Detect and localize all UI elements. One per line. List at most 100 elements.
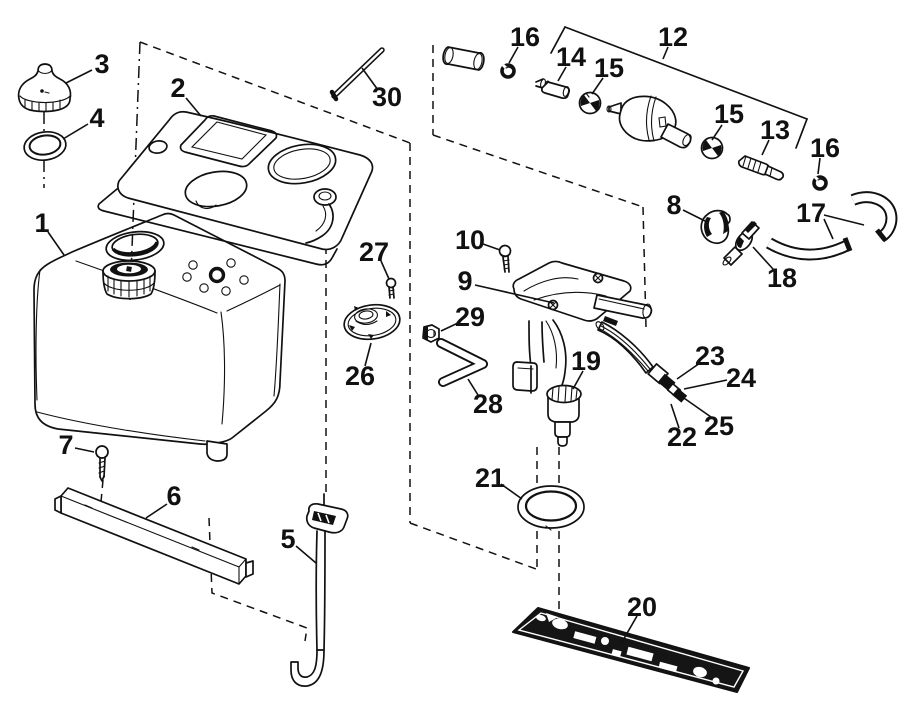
washer-plate-26 (343, 303, 401, 341)
callout-9-8: 9 (457, 266, 472, 296)
screw-10 (498, 244, 512, 273)
callout-19-19: 19 (571, 346, 601, 376)
oil-tank (33, 212, 286, 462)
callout-18-18: 18 (767, 263, 797, 293)
leader-line-24 (683, 379, 728, 390)
screw-27 (385, 277, 397, 299)
cover-small-hole (148, 140, 168, 154)
leader-line-30 (361, 67, 379, 91)
fuel-box-diagonal (432, 134, 644, 208)
rail-left-notch (54, 495, 62, 514)
callout-6-5: 6 (166, 481, 181, 511)
leader-line-13 (761, 139, 770, 156)
callout-2-1: 2 (170, 73, 185, 103)
leader-line-7 (74, 447, 95, 453)
leader-line-14 (557, 66, 567, 82)
tank-top-right-line (226, 284, 281, 312)
plate-latch (603, 316, 618, 326)
tank-right-corner-line (273, 283, 281, 397)
dipstick-hook (290, 649, 325, 687)
leader-line-18 (752, 246, 774, 270)
cover-oval-hole (184, 170, 248, 210)
pump-stem (554, 421, 571, 438)
callout-16-16: 16 (810, 133, 840, 163)
callout-29-29: 29 (455, 302, 485, 332)
pump-outlet-tube (593, 294, 653, 319)
callout-12-10: 12 (658, 22, 688, 52)
tank-body (33, 212, 286, 446)
primer-bulb (606, 95, 692, 149)
leader-line-12 (662, 46, 669, 60)
leader-line-16 (817, 157, 821, 175)
plate-cutouts (536, 613, 720, 685)
cover-grommet (305, 188, 337, 244)
callout-28-28: 28 (473, 389, 503, 419)
tank-vent-holes (182, 258, 249, 296)
clamp-15-left (578, 91, 602, 115)
tank-bottom-tab (206, 440, 228, 462)
screw-7 (95, 445, 109, 482)
fitting-13 (737, 155, 785, 181)
tank-front-corner-edge (220, 311, 226, 425)
pump-assembly (343, 244, 688, 447)
leader-line-23 (676, 362, 701, 380)
tank-drop-line (208, 517, 308, 642)
filler-cap (17, 63, 72, 113)
callout-13-11: 13 (760, 115, 790, 145)
o-ring-21 (517, 485, 585, 531)
callout-15-14: 15 (714, 99, 744, 129)
callout-17-17: 17 (796, 198, 826, 228)
pump-box-bottom (409, 522, 537, 570)
callout-3-2: 3 (94, 49, 109, 79)
leader-line-19 (572, 370, 584, 390)
fitting-19 (546, 384, 582, 404)
callout-23-23: 23 (695, 341, 725, 371)
elbow-hose-28 (436, 338, 488, 387)
leader-line-28 (467, 378, 479, 396)
leader-line-17 (823, 218, 834, 240)
cover-lip (97, 188, 338, 266)
callout-5-4: 5 (280, 524, 295, 554)
leader-line-15 (711, 124, 723, 141)
callout-25-25: 25 (704, 411, 734, 441)
leader-line-20 (621, 615, 638, 643)
leader-line-3 (65, 69, 93, 84)
clamp-15-right (700, 136, 724, 160)
callout-20-20: 20 (627, 592, 657, 622)
neck-threads (103, 275, 155, 298)
callout-14-12: 14 (556, 42, 586, 72)
callout-27-27: 27 (359, 237, 389, 267)
callout-1-0: 1 (34, 208, 49, 238)
filler-neck (102, 260, 156, 300)
callout-7-6: 7 (58, 430, 73, 460)
leader-line-26 (364, 342, 372, 367)
fuel-line-assembly (442, 26, 898, 266)
pump-body (512, 319, 582, 447)
leader-line-2 (185, 97, 202, 117)
callout-16-15: 16 (510, 22, 540, 52)
leader-line-21 (500, 483, 523, 500)
callout-8-7: 8 (666, 190, 681, 220)
cover-round-hole (267, 143, 337, 185)
leader-line-29 (440, 322, 459, 332)
tank-bottom-edge (36, 411, 206, 442)
cover-recess (179, 114, 278, 168)
leader-line-9 (474, 284, 555, 304)
callout-30-30: 30 (372, 82, 402, 112)
callout-4-3: 4 (89, 103, 104, 133)
leader-line-17 (823, 214, 865, 226)
plate-screw-b (592, 272, 604, 284)
cap-ribs (24, 99, 61, 112)
fitting-18 (722, 221, 760, 266)
fitting-14 (535, 78, 571, 100)
screw7-drop-line (100, 479, 104, 503)
leader-line-22 (670, 403, 680, 429)
cap-gasket (23, 130, 67, 162)
clip-16-left (500, 63, 516, 79)
leader-line-1 (47, 231, 65, 256)
leader-line-4 (62, 123, 89, 140)
sleeve-cylinder (442, 46, 485, 71)
